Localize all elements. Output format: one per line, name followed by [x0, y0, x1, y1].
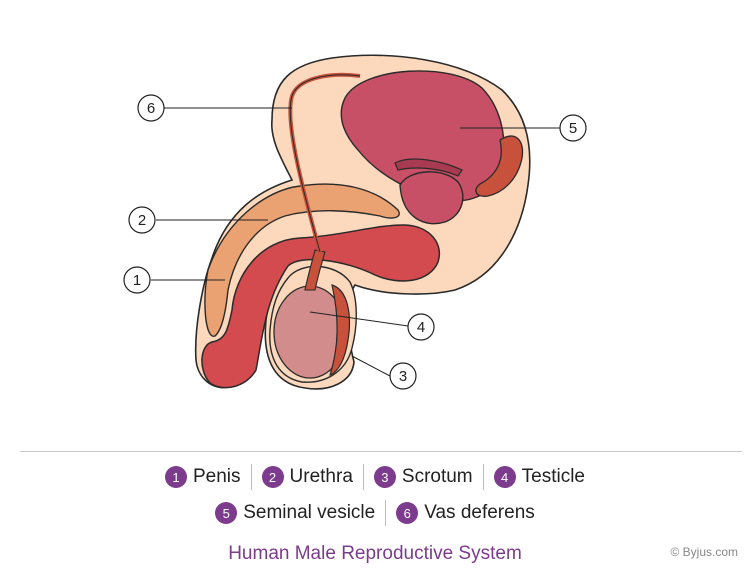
- callout-6-number: 6: [147, 100, 155, 117]
- legend-separator: [362, 464, 364, 490]
- copyright-credit: © Byjus.com: [670, 545, 738, 559]
- penis-shape: [201, 224, 441, 389]
- legend-label-vas-deferens: Vas deferens: [424, 502, 535, 523]
- diagram-caption: Human Male Reproductive System: [228, 543, 522, 564]
- legend-separator: [250, 464, 252, 490]
- legend-row-1: 1 Penis 2 Urethra 3 Scrotum 4 Testicle: [0, 462, 750, 492]
- callout-3-number: 3: [399, 368, 407, 385]
- prostate-shape: [399, 171, 464, 225]
- legend-label-penis: Penis: [193, 466, 241, 487]
- callout-4-number: 4: [417, 319, 425, 336]
- callout-2-number: 2: [138, 212, 146, 229]
- legend-separator: [385, 500, 387, 526]
- legend-item-penis: 1 Penis: [155, 466, 251, 488]
- legend-number-badge: 4: [493, 466, 516, 488]
- legend-number-badge: 3: [373, 466, 396, 488]
- leader-line-4: [309, 311, 409, 327]
- legend-label-seminal-vesicle: Seminal vesicle: [243, 502, 376, 523]
- leader-line-3: [351, 355, 391, 377]
- legend-row-2: 5 Seminal vesicle 6 Vas deferens: [0, 498, 750, 528]
- legend-item-scrotum: 3 Scrotum: [364, 466, 483, 488]
- seminal-vesicle-shape: [475, 135, 524, 197]
- callout-3: 3: [389, 362, 417, 390]
- callout-6: 6: [137, 94, 165, 122]
- epididymis-shape: [329, 284, 351, 376]
- legend-item-seminal-vesicle: 5 Seminal vesicle: [205, 502, 385, 524]
- legend-divider: [20, 451, 742, 452]
- callout-4: 4: [407, 313, 435, 341]
- vas-deferens-tube-outline: [289, 74, 361, 253]
- legend-item-vas-deferens: 6 Vas deferens: [386, 502, 545, 524]
- callout-2: 2: [128, 206, 156, 234]
- legend-label-testicle: Testicle: [521, 466, 585, 487]
- urethra-shape: [204, 183, 400, 337]
- ejaculatory-duct: [394, 158, 463, 177]
- legend-item-urethra: 2 Urethra: [252, 466, 363, 488]
- callout-5-number: 5: [569, 120, 577, 137]
- legend-number-badge: 2: [261, 466, 284, 488]
- legend-number-badge: 1: [165, 466, 187, 488]
- legend-label-urethra: Urethra: [289, 466, 353, 487]
- legend-label-scrotum: Scrotum: [401, 466, 473, 487]
- callout-1: 1: [123, 266, 151, 294]
- spermatic-cord: [304, 249, 326, 291]
- legend-number-badge: 5: [215, 502, 238, 524]
- reproductive-system-diagram: 6 5 2 1 4 3: [123, 54, 587, 390]
- legend-separator: [482, 464, 484, 490]
- legend-item-testicle: 4 Testicle: [484, 466, 595, 488]
- legend-number-badge: 6: [396, 502, 419, 524]
- callout-5: 5: [559, 114, 587, 142]
- callout-1-number: 1: [133, 272, 141, 289]
